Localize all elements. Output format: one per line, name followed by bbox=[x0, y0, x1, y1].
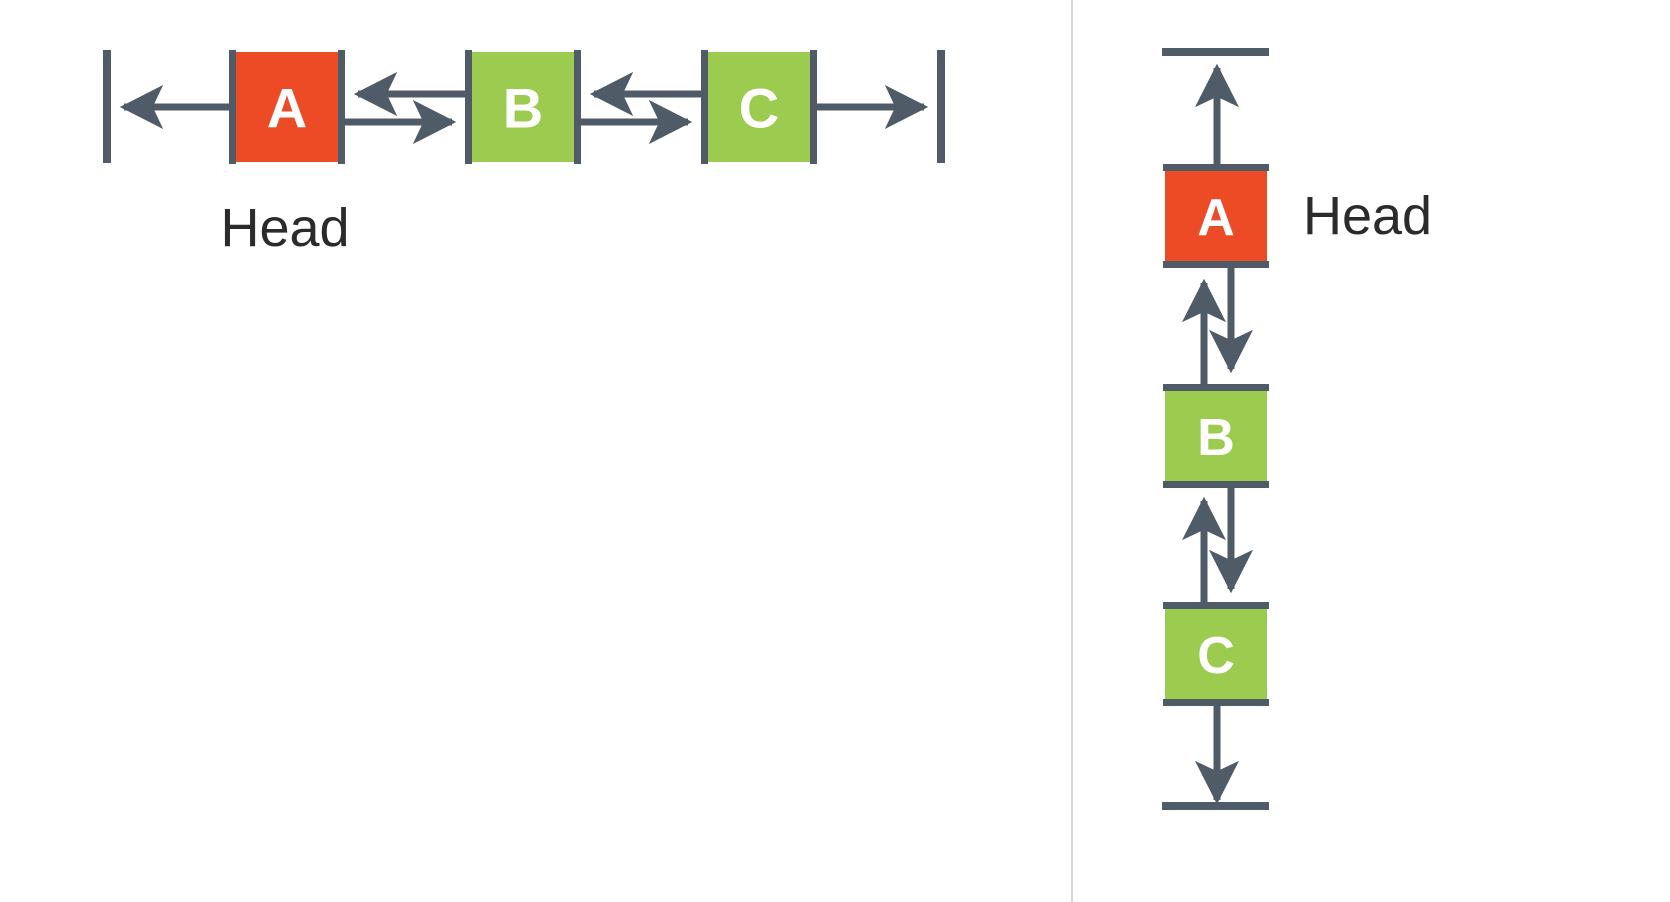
node-next-pointer-bar bbox=[1163, 261, 1269, 268]
node-label: C bbox=[1197, 627, 1235, 685]
node-label: A bbox=[1197, 189, 1235, 247]
node-prev-pointer-bar bbox=[1163, 384, 1269, 391]
node-prev-pointer-bar bbox=[1163, 164, 1269, 171]
node-body bbox=[1165, 605, 1267, 703]
list-node-a-vertical[interactable]: A bbox=[1163, 164, 1269, 268]
node-body bbox=[1165, 167, 1267, 265]
node-prev-pointer-bar bbox=[465, 50, 472, 164]
node-body bbox=[468, 52, 578, 162]
node-next-pointer-bar bbox=[1163, 481, 1269, 488]
node-next-pointer-bar bbox=[574, 50, 581, 164]
head-label-horizontal: Head bbox=[220, 198, 349, 258]
node-label: C bbox=[739, 77, 779, 140]
node-body bbox=[704, 52, 814, 162]
node-body bbox=[1165, 387, 1267, 485]
node-body bbox=[232, 52, 342, 162]
node-prev-pointer-bar bbox=[701, 50, 708, 164]
node-prev-pointer-bar bbox=[229, 50, 236, 164]
head-label-vertical: Head bbox=[1303, 186, 1432, 246]
node-label: B bbox=[1197, 409, 1235, 467]
node-next-pointer-bar bbox=[338, 50, 345, 164]
node-label: A bbox=[267, 77, 307, 140]
list-node-a-horizontal[interactable]: A bbox=[229, 50, 345, 164]
list-node-c-vertical[interactable]: C bbox=[1163, 602, 1269, 706]
node-prev-pointer-bar bbox=[1163, 602, 1269, 609]
node-next-pointer-bar bbox=[810, 50, 817, 164]
list-node-b-vertical[interactable]: B bbox=[1163, 384, 1269, 488]
node-label: B bbox=[503, 77, 543, 140]
node-next-pointer-bar bbox=[1163, 699, 1269, 706]
vertical-doubly-linked-list: A B C Head bbox=[1162, 48, 1432, 810]
horizontal-doubly-linked-list: A B C Head bbox=[103, 50, 945, 258]
list-node-c-horizontal[interactable]: C bbox=[701, 50, 817, 164]
list-node-b-horizontal[interactable]: B bbox=[465, 50, 581, 164]
